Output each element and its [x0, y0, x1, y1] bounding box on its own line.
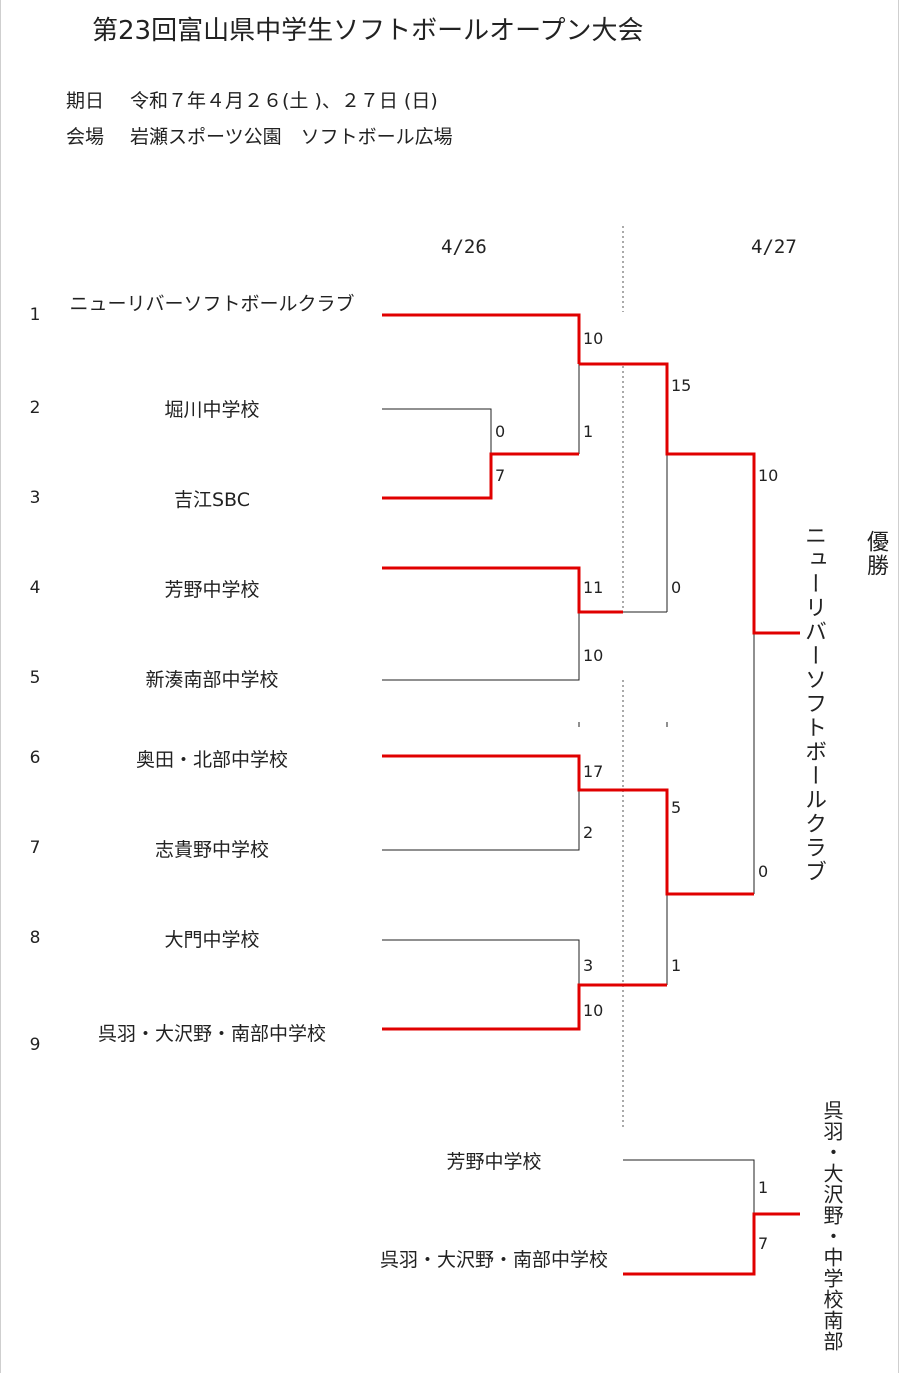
score-label: 0: [495, 422, 506, 441]
loser-paths: [382, 364, 755, 1214]
team-name: 芳野中学校: [164, 579, 260, 601]
score-label: 1: [758, 1178, 769, 1197]
team-name: 奥田・北部中学校: [135, 749, 288, 771]
team-name: 大門中学校: [164, 929, 260, 951]
team-name: ニューリバーソフトボールクラブ: [69, 293, 355, 315]
winner-paths: [382, 313, 800, 1276]
champion-name: ニューリバーソフトボールクラブ: [801, 524, 826, 884]
team-name: 堀川中学校: [164, 399, 260, 421]
seed-number: 4: [29, 578, 41, 598]
seed-number: 1: [29, 305, 41, 325]
score-label: 7: [495, 466, 506, 485]
seed-number: 7: [29, 838, 41, 858]
venue-label: 会場: [66, 126, 105, 148]
period-value: 令和７年４月２６(土 )、２７日 (日): [130, 90, 438, 112]
score-label: 15: [671, 376, 692, 395]
seed-number: 6: [29, 748, 41, 768]
score-label: 3: [583, 956, 594, 975]
score-label: 0: [758, 862, 769, 881]
score-label: 0: [671, 578, 682, 597]
champion-label: 優勝: [863, 530, 888, 578]
team-name: 吉江SBC: [173, 489, 251, 511]
page-title: 第23回富山県中学生ソフトボールオープン大会: [92, 16, 644, 46]
score-label: 1: [671, 956, 682, 975]
score-label: 1: [583, 422, 594, 441]
third-place-team: 呉羽・大沢野・南部中学校: [379, 1249, 608, 1271]
venue-row: 会場 岩瀬スポーツ公園 ソフトボール広場: [66, 128, 453, 147]
date-day2: 4/27: [751, 236, 797, 258]
date-day1: 4/26: [441, 236, 487, 258]
team-name: 新湊南部中学校: [145, 669, 279, 691]
seed-number: 5: [29, 668, 41, 688]
seed-number: 3: [29, 488, 41, 508]
score-label: 10: [758, 466, 779, 485]
team-name: 志貴野中学校: [154, 839, 269, 861]
score-label: 7: [758, 1234, 769, 1253]
score-label: 2: [583, 823, 594, 842]
score-label: 11: [583, 578, 604, 597]
score-label: 10: [583, 1001, 604, 1020]
period-row: 期日 令和７年４月２６(土 )、２７日 (日): [66, 92, 438, 111]
period-label: 期日: [66, 90, 105, 112]
seed-number: 2: [29, 398, 41, 418]
seed-number: 8: [29, 928, 41, 948]
score-label: 10: [583, 329, 604, 348]
score-label: 10: [583, 646, 604, 665]
score-label: 17: [583, 762, 604, 781]
third-place-team: 芳野中学校: [446, 1151, 542, 1173]
seed-number: 9: [29, 1035, 41, 1055]
score-label: 5: [671, 798, 682, 817]
team-name: 呉羽・大沢野・南部中学校: [97, 1023, 326, 1045]
third-place-winner: 呉羽・大沢野・中学校南部: [820, 1100, 844, 1352]
venue-value: 岩瀬スポーツ公園 ソフトボール広場: [130, 126, 453, 148]
